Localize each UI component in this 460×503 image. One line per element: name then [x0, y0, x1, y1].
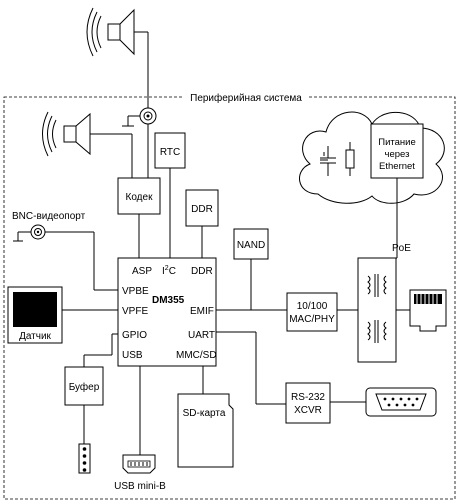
bnc-label: BNC-видеопорт	[12, 211, 86, 222]
usb-mini-b-connector-icon	[122, 454, 156, 474]
poe-power-block	[370, 123, 424, 179]
sensor-screen	[13, 292, 57, 327]
audio-jack-icon	[139, 107, 157, 125]
pin-gpio: GPIO	[122, 330, 147, 341]
gpio-header-icon	[78, 443, 91, 474]
pin-vpfe: VPFE	[122, 306, 148, 317]
pin-ddr: DDR	[191, 266, 213, 277]
usb-mini-b-label: USB mini-B	[114, 481, 166, 492]
dm355-processor	[117, 257, 217, 367]
nand-block	[233, 228, 269, 260]
pin-uart: UART	[188, 330, 215, 341]
peripheral-system-title: Периферийная система	[190, 92, 302, 104]
rj45-ethernet-port-icon	[409, 289, 447, 332]
poe-label: PoE	[392, 243, 411, 254]
buffer-block	[64, 366, 104, 406]
codec-block	[117, 177, 161, 215]
capacitor-icon	[320, 146, 336, 176]
sd-card-slot	[177, 393, 234, 468]
ethernet-transformer-block	[357, 257, 397, 363]
resistor-icon	[345, 142, 355, 176]
nand-label: NAND	[237, 240, 265, 251]
transformer-coil-top-icon	[367, 274, 387, 297]
speaker-top-icon	[86, 7, 135, 57]
db9-serial-port-icon	[365, 387, 437, 417]
pin-vpbe: VPBE	[122, 286, 149, 297]
sd-card-label: SD-карта	[183, 408, 226, 419]
mac-phy-label-1: 10/100	[297, 301, 328, 312]
poe-label-1: Питание	[378, 137, 416, 148]
pin-emif: EMIF	[190, 306, 214, 317]
rs232-label-2: XCVR	[294, 405, 322, 416]
codec-label: Кодек	[126, 192, 154, 203]
rtc-label: RTC	[160, 147, 180, 158]
dm355-label: DM355	[152, 295, 185, 306]
mac-phy-label-2: MAC/PHY	[289, 314, 335, 325]
buffer-label: Буфер	[69, 381, 100, 393]
poe-label-2: через	[385, 149, 410, 160]
mac-phy-block	[286, 292, 338, 332]
speaker-mid-icon	[42, 111, 91, 157]
sensor-label: Датчик	[19, 331, 51, 342]
ddr-label: DDR	[191, 204, 213, 215]
rs232-label-1: RS-232	[291, 392, 325, 403]
pin-mmc: MMC/SD	[176, 350, 217, 361]
rs232-xcvr-block	[285, 382, 331, 424]
pin-usb: USB	[122, 350, 143, 361]
bnc-connector-icon	[30, 224, 46, 240]
poe-label-3: Ethernet	[379, 161, 415, 172]
transformer-coil-bottom-icon	[367, 320, 387, 343]
rtc-block	[154, 132, 186, 169]
pin-i2c: I2C	[162, 265, 176, 277]
pin-asp: ASP	[132, 266, 152, 277]
